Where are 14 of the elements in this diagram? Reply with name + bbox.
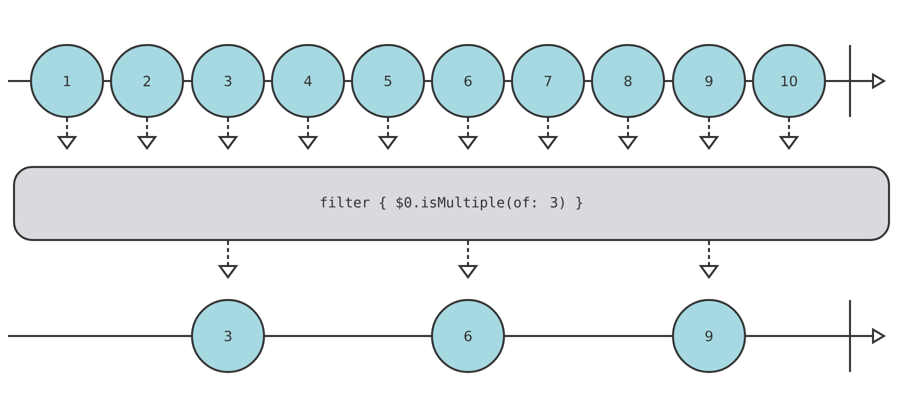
marble: 9 xyxy=(672,44,746,118)
marble: 6 xyxy=(431,299,505,373)
marble: 3 xyxy=(191,299,265,373)
operator-box: filter { $0.isMultiple(of: 3) } xyxy=(13,166,890,241)
marble: 2 xyxy=(110,44,184,118)
marble: 9 xyxy=(672,299,746,373)
marble: 6 xyxy=(431,44,505,118)
marble: 7 xyxy=(511,44,585,118)
marble: 1 xyxy=(30,44,104,118)
marble: 8 xyxy=(591,44,665,118)
marble: 3 xyxy=(191,44,265,118)
marble: 5 xyxy=(351,44,425,118)
marble: 10 xyxy=(752,44,826,118)
marble: 4 xyxy=(271,44,345,118)
